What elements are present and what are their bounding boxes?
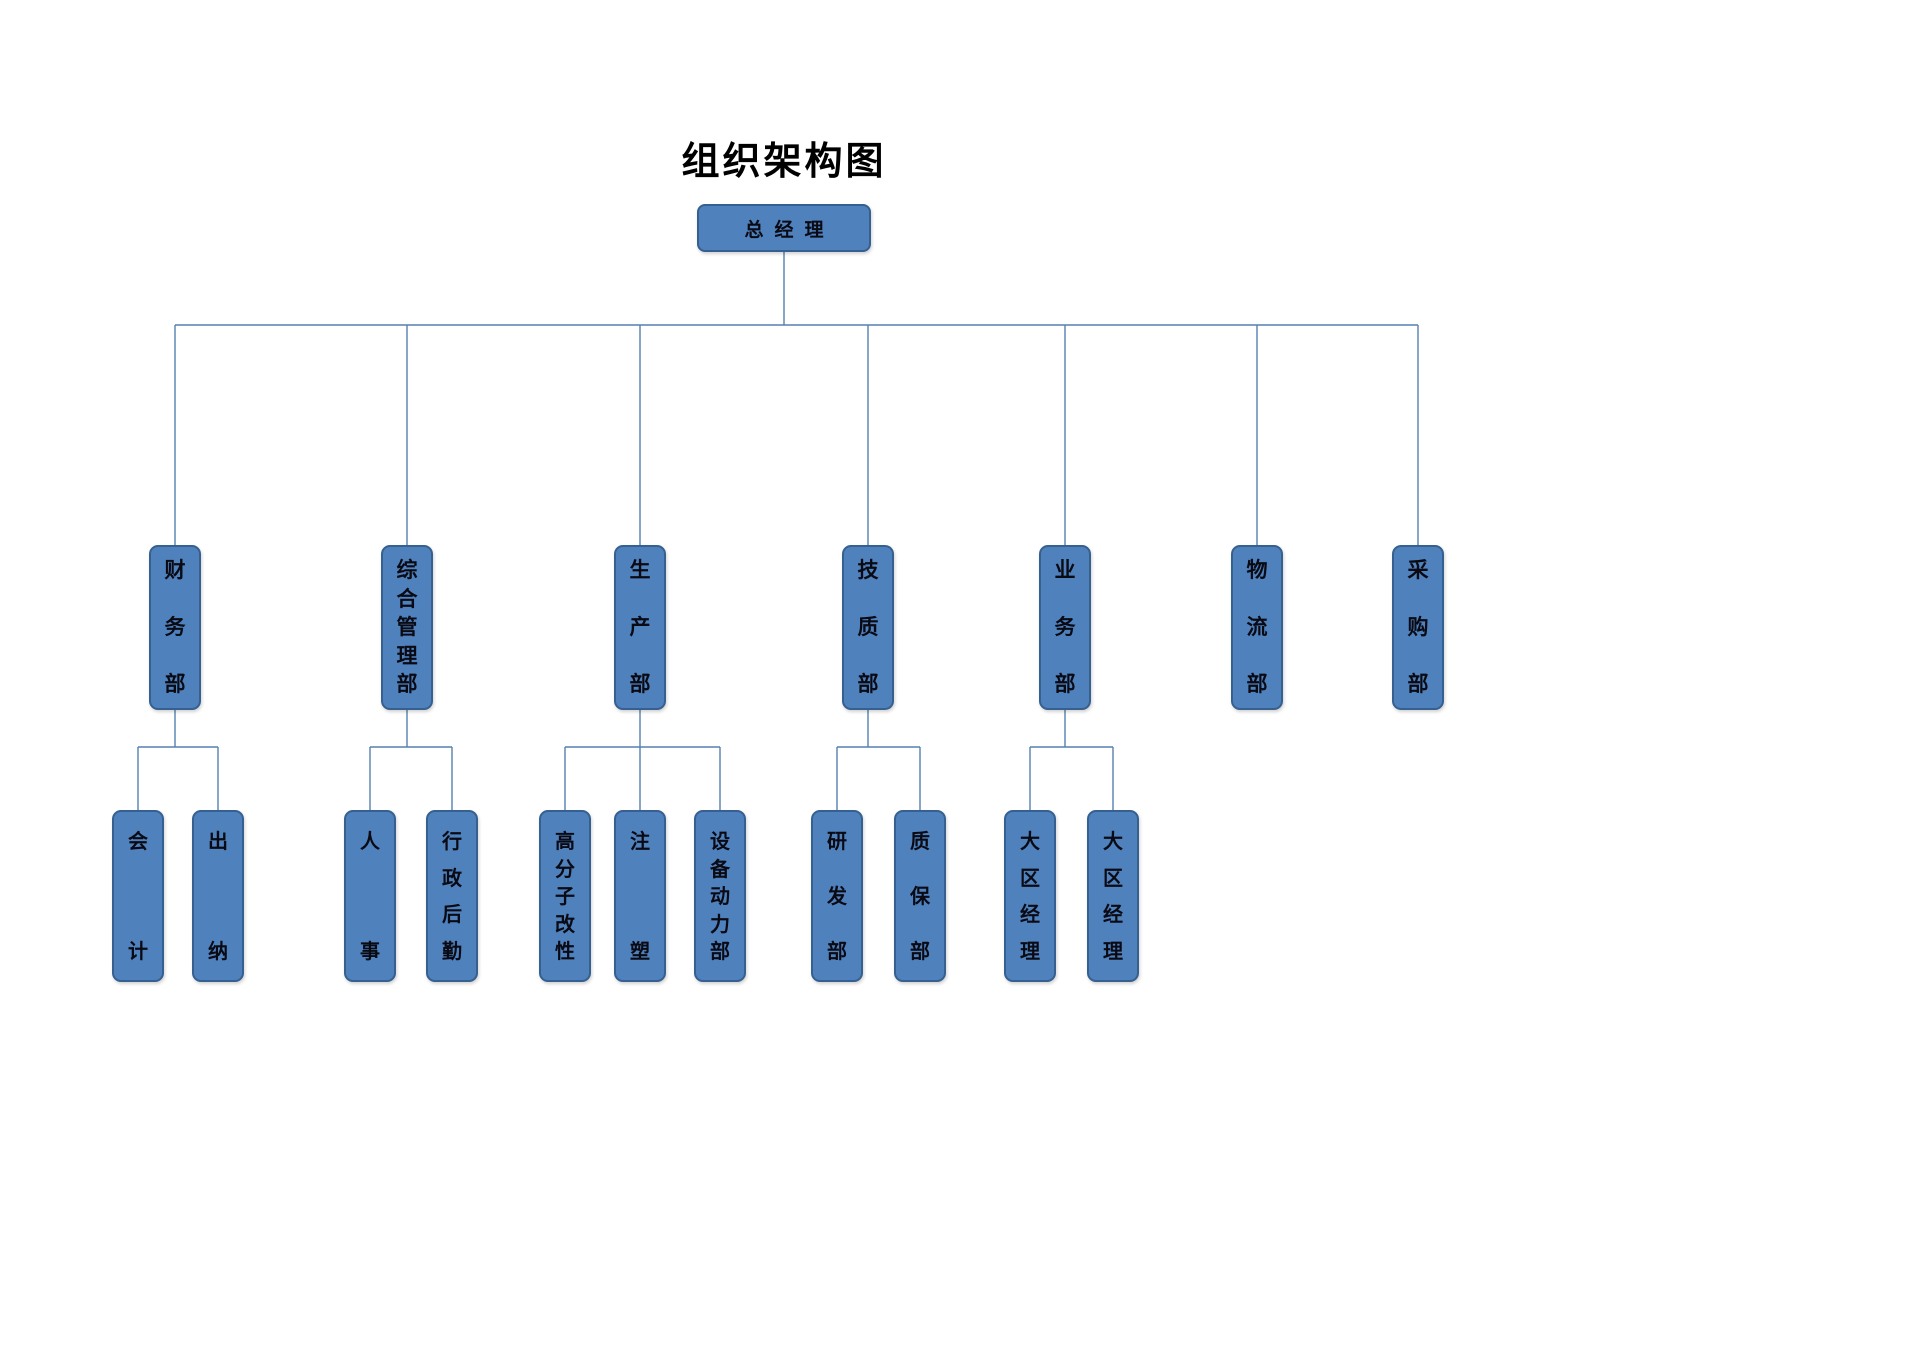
node-sub-admin-logistics: 行政后勤 [426, 810, 478, 982]
node-dept-purchasing: 采购部 [1392, 545, 1444, 710]
node-sub-polymer-modification: 高分子改性 [539, 810, 591, 982]
node-dept-finance: 财务部 [149, 545, 201, 710]
node-sub-qa: 质保部 [894, 810, 946, 982]
node-sub-regional-manager-2: 大区经理 [1087, 810, 1139, 982]
node-sub-rd: 研发部 [811, 810, 863, 982]
node-sub-equipment-power: 设备动力部 [694, 810, 746, 982]
node-dept-production: 生产部 [614, 545, 666, 710]
node-dept-tech-quality: 技质部 [842, 545, 894, 710]
node-sub-cashier: 出纳 [192, 810, 244, 982]
node-dept-logistics: 物流部 [1231, 545, 1283, 710]
node-sub-accounting: 会计 [112, 810, 164, 982]
node-dept-business: 业务部 [1039, 545, 1091, 710]
node-sub-regional-manager-1: 大区经理 [1004, 810, 1056, 982]
node-general-manager: 总经理 [697, 204, 871, 252]
node-sub-injection-molding: 注塑 [614, 810, 666, 982]
node-dept-general-management: 综合管理部 [381, 545, 433, 710]
chart-title: 组织架构图 [681, 139, 887, 183]
node-sub-hr: 人事 [344, 810, 396, 982]
